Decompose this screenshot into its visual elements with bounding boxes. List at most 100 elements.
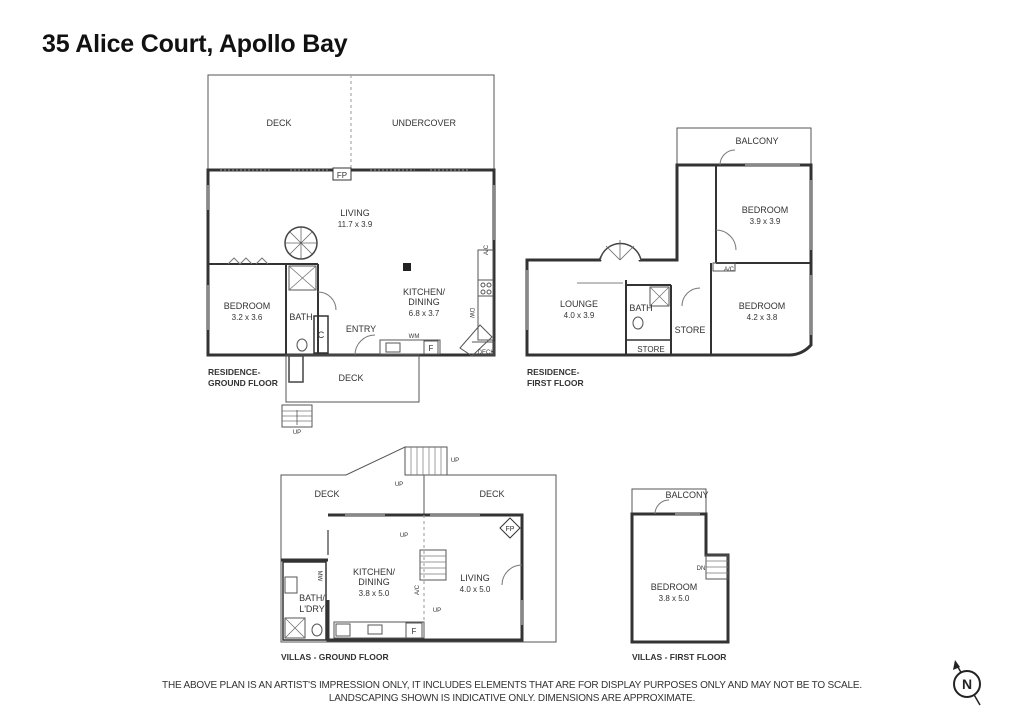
shower-cross-2 — [288, 265, 317, 291]
post — [403, 263, 411, 271]
villa-mw-label: MW — [316, 571, 322, 582]
villa-fireplace-label: FP — [506, 526, 515, 533]
shower-villa — [284, 617, 306, 639]
villa-ac-label: A/C — [415, 584, 421, 595]
villa-balcony-label: BALCONY — [665, 490, 708, 500]
entry-label: ENTRY — [346, 324, 376, 334]
first-bath-label: BATH — [629, 303, 652, 313]
store-door-swing — [681, 287, 701, 307]
villa-deck-right-label: DECK — [479, 489, 504, 499]
villa-dn-label: DN — [697, 566, 706, 572]
villa-bath-label-1: BATH/ — [299, 593, 325, 603]
villas-deck-outline — [280, 446, 557, 643]
front-deck-outline — [285, 354, 420, 403]
bedroom-dimensions: 3.2 x 3.6 — [232, 313, 263, 322]
spiral-stair-steps — [285, 227, 317, 259]
first-ac-label: A/C — [724, 267, 735, 273]
villa-first-walls — [630, 512, 730, 644]
villa-up-stair-label: UP — [395, 482, 403, 488]
spiral-stair-first-steps — [605, 240, 635, 261]
deck-post-bay — [288, 355, 304, 383]
villas-fireplace — [499, 517, 521, 539]
compass-arrow-icon — [953, 660, 960, 670]
shower-villa-cross — [284, 617, 306, 639]
bedroom-a-dimensions: 3.9 x 3.9 — [750, 217, 781, 226]
disclaimer-line-2: LANDSCAPING SHOWN IS INDICATIVE ONLY. DI… — [328, 693, 696, 704]
villas-first-floor: BALCONY DN BEDROOM 3.8 x 5.0 VILLAS - FI… — [630, 488, 730, 662]
villas-first-caption: VILLAS - FIRST FLOOR — [632, 652, 726, 662]
living-label: LIVING — [340, 208, 370, 218]
kitchen-label-1: KITCHEN/ — [403, 287, 446, 297]
villa-fridge — [405, 622, 423, 639]
fireplace-label: FP — [337, 171, 347, 180]
ac-unit — [712, 262, 736, 272]
compass-ring-icon — [953, 670, 981, 698]
balcony-door-swing — [719, 149, 736, 166]
disclaimer: THE ABOVE PLAN IS AN ARTIST'S IMPRESSION… — [0, 679, 1024, 705]
shower-first — [649, 286, 670, 307]
disclaimer-line-1: THE ABOVE PLAN IS AN ARTIST'S IMPRESSION… — [162, 680, 862, 691]
front-deck-label: DECK — [338, 373, 363, 383]
bath-label: BATH — [289, 312, 312, 322]
burner — [486, 282, 492, 288]
villa-bedroom-label: BEDROOM — [651, 582, 698, 592]
bath-door-swing — [317, 291, 337, 311]
ground-deck-label: DECK — [266, 118, 291, 128]
cooktop — [477, 279, 494, 297]
lounge-dimensions: 4.0 x 3.9 — [564, 311, 595, 320]
bedroom-a-door-swing — [715, 229, 737, 251]
undercover-label: UNDERCOVER — [392, 118, 457, 128]
villa-bath-label-2: L'DRY — [299, 604, 325, 614]
villa-cooktop — [335, 623, 351, 637]
bedroom-a-label: BEDROOM — [742, 205, 789, 215]
toilet-villa — [311, 623, 323, 637]
small-deck-label: DECK — [478, 350, 495, 356]
spiral-stair-first — [599, 242, 642, 261]
cupboard-label: C — [318, 330, 325, 340]
toilet — [296, 338, 308, 352]
cupboard — [313, 315, 329, 354]
store-label: STORE — [675, 325, 706, 335]
lounge-label: LOUNGE — [560, 299, 598, 309]
villa-up-lower-label: UP — [433, 608, 441, 614]
burner — [480, 282, 486, 288]
entry-door-swing — [354, 334, 376, 356]
compass-letter: N — [962, 676, 972, 692]
fridge-label: F — [429, 344, 434, 353]
villas-ground-floor: DECK DECK UP UP UP UP FP KITCHEN/ DINING… — [280, 446, 557, 662]
dw-label: DW — [468, 308, 474, 318]
wm-label: WM — [409, 334, 420, 340]
toilet-first — [632, 316, 644, 330]
store-small-outline — [625, 339, 672, 356]
first-floor-walls — [525, 163, 813, 357]
burner — [486, 289, 492, 295]
kitchen-bench-bottom — [379, 339, 441, 355]
kitchen-corner-sink — [459, 324, 493, 357]
burner — [480, 289, 486, 295]
ground-caption-1: RESIDENCE- — [208, 367, 261, 377]
villa-balcony-door-swing — [654, 499, 670, 515]
villas-stair-steps — [420, 555, 446, 575]
bedroom-b-label: BEDROOM — [739, 301, 786, 311]
bath-laundry-room — [282, 561, 327, 641]
villa-bedroom-dimensions: 3.8 x 5.0 — [659, 594, 690, 603]
villas-top-stair-steps — [410, 447, 442, 475]
kitchen-bench-right — [477, 249, 494, 341]
villa-kitchen-label-1: KITCHEN/ — [353, 567, 396, 577]
shower-first-cross — [649, 286, 670, 307]
steps-up-label: UP — [293, 430, 301, 436]
villa-up-inner-label: UP — [400, 533, 408, 539]
ac-label: A/C — [484, 244, 490, 255]
residence-ground-floor: DECK UNDERCOVER FP LIVING 11.7 x 3.9 BED… — [206, 74, 496, 436]
villa-up-top-label: UP — [451, 458, 459, 464]
fridge-ground — [423, 340, 439, 355]
fireplace — [332, 167, 352, 181]
villa-fridge-label: F — [412, 627, 417, 636]
villas-ground-caption: VILLAS - GROUND FLOOR — [281, 652, 389, 662]
store-small-label: STORE — [637, 345, 664, 354]
villa-living-door-swing — [501, 564, 523, 586]
villas-top-stair — [404, 446, 448, 476]
balcony-outline — [676, 127, 812, 166]
bedroom-label: BEDROOM — [224, 301, 271, 311]
villa-first-stair-steps — [706, 560, 728, 574]
